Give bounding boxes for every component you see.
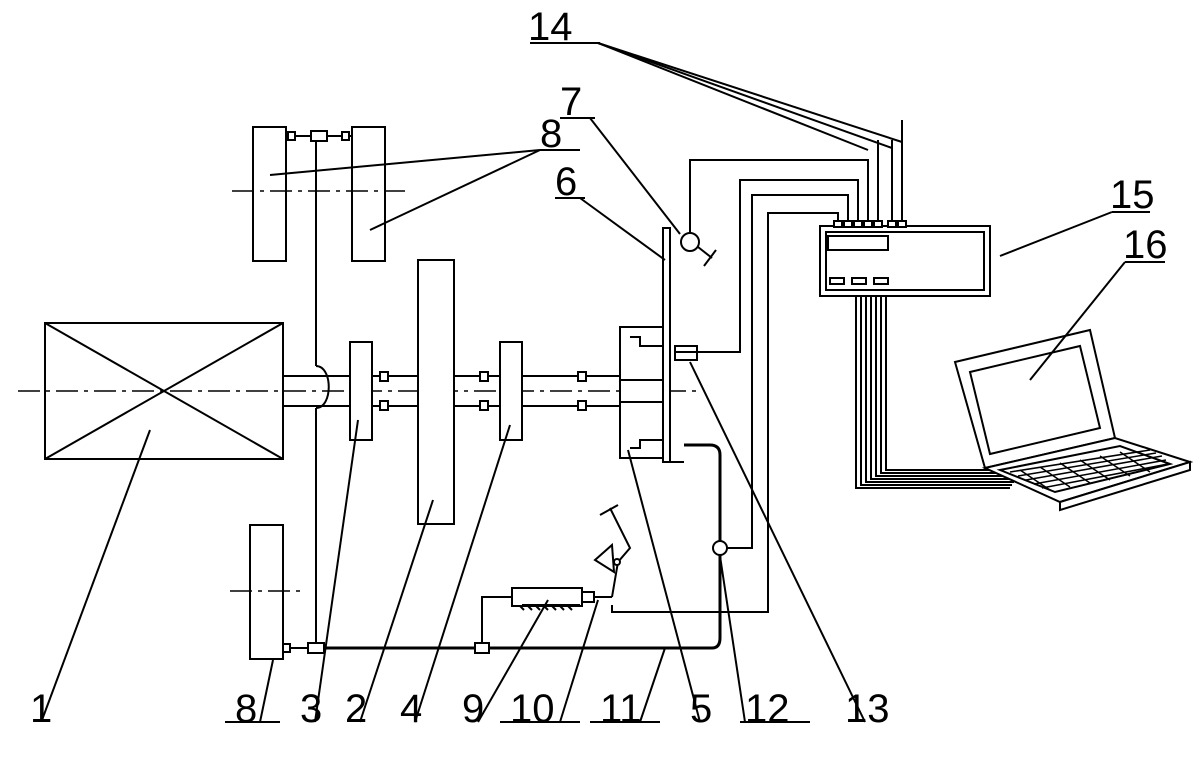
component-8-wheels-upper [232, 126, 405, 262]
component-10-pedal [593, 504, 632, 598]
label-5: 5 [690, 687, 712, 731]
label-15: 15 [1110, 173, 1155, 217]
label-underlines [225, 42, 1165, 723]
label-2: 2 [345, 687, 367, 731]
component-6-brake-disc [662, 227, 671, 463]
component-4-disc [499, 341, 523, 441]
label-6: 6 [555, 160, 577, 204]
component-11-brake-line [324, 443, 722, 654]
component-16-laptop [953, 328, 1194, 512]
label-14: 14 [528, 5, 573, 49]
label-12: 12 [745, 687, 790, 731]
leader-lines [41, 42, 1126, 723]
component-15-daq-unit [819, 220, 991, 297]
component-12-pressure-sensor [712, 540, 728, 556]
component-7-sensor [680, 232, 717, 267]
label-3: 3 [300, 687, 322, 731]
label-11: 11 [600, 687, 642, 731]
component-9-master-cylinder [511, 587, 612, 611]
component-2-flywheel [417, 259, 455, 525]
label-4: 4 [400, 687, 422, 731]
component-5-brake-housing [619, 326, 665, 459]
brake-line-left [290, 141, 330, 654]
label-7: 7 [560, 80, 582, 124]
label-8-upper: 8 [540, 112, 562, 156]
label-10: 10 [510, 687, 555, 731]
component-3-disc [349, 341, 373, 441]
label-1: 1 [30, 687, 52, 731]
label-13: 13 [845, 687, 890, 731]
cable-bundle [855, 296, 1022, 489]
shaft-bearings [379, 371, 587, 411]
label-8-lower: 8 [235, 687, 257, 731]
label-9: 9 [462, 687, 484, 731]
signal-wires [611, 120, 903, 613]
component-8-wheel-lower [230, 524, 300, 660]
label-16: 16 [1123, 223, 1168, 267]
